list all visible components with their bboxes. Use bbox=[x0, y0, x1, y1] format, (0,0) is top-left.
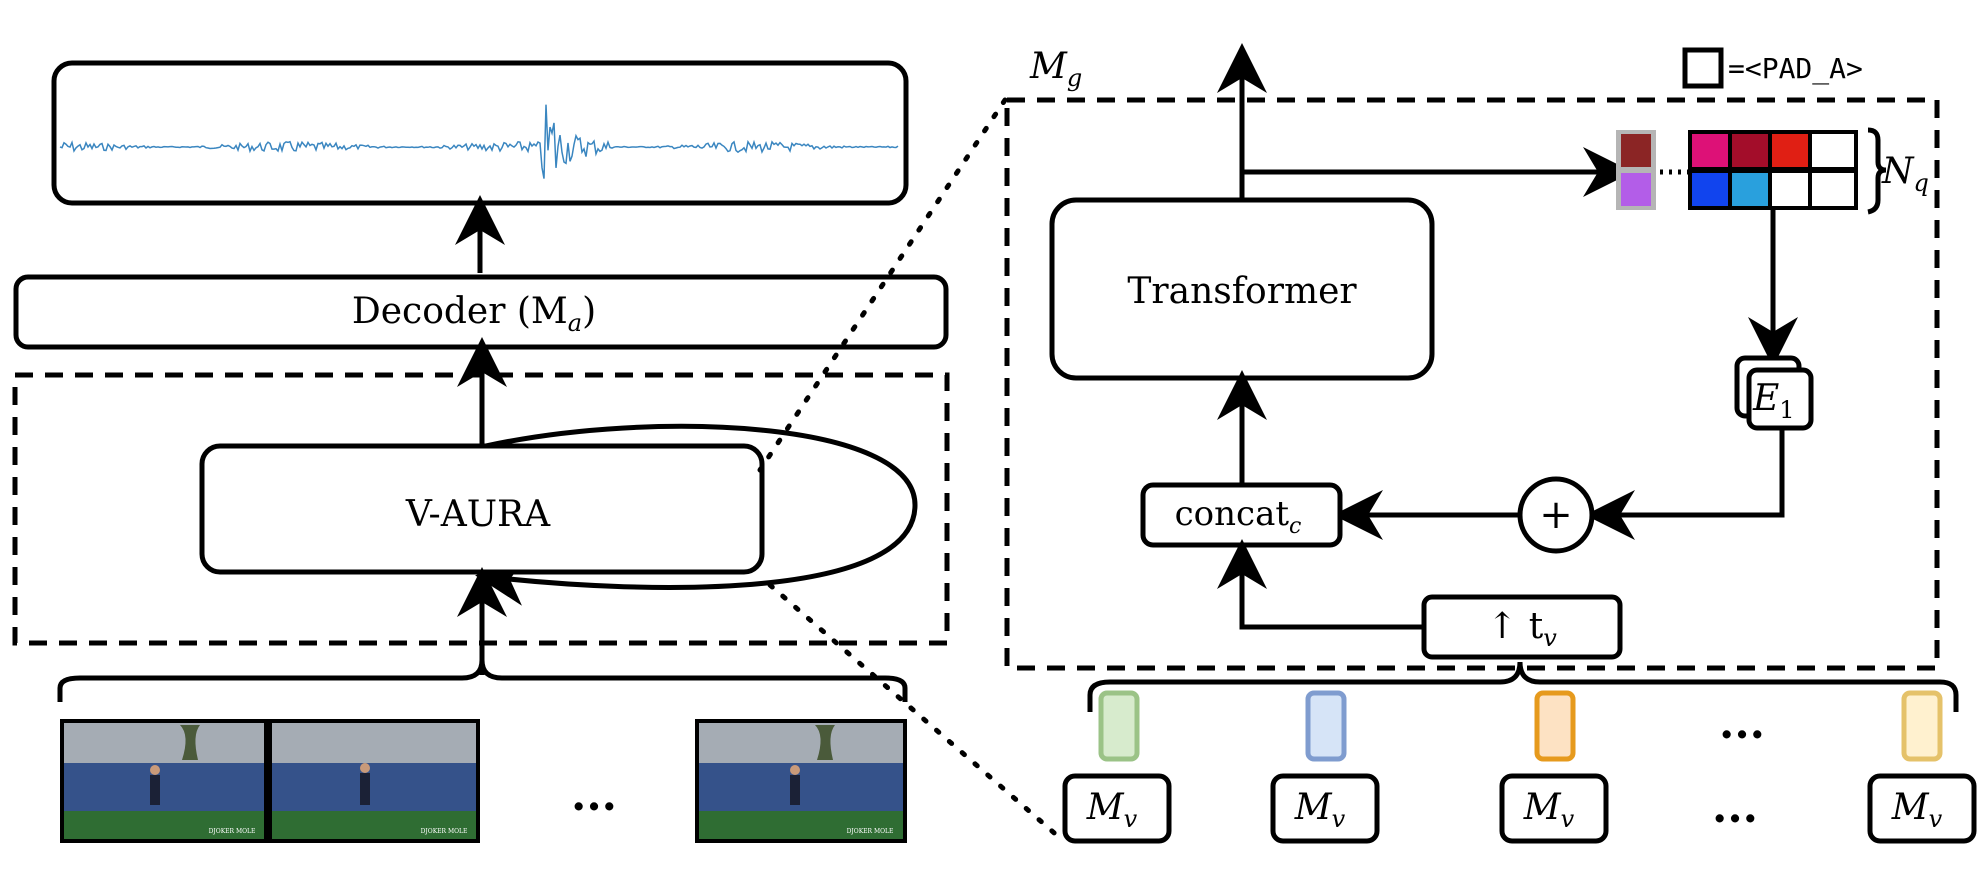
decoder-close: ) bbox=[582, 291, 596, 332]
frame-3-caption: DJOKER MOLE bbox=[847, 828, 894, 835]
pad-legend-label: =<PAD_A> bbox=[1728, 52, 1863, 86]
decoder-label: Decoder (M bbox=[352, 291, 568, 332]
arrow-embedding-to-plus bbox=[1585, 428, 1785, 540]
nq-label: Nq bbox=[1881, 151, 1929, 197]
vaura-label: V-AURA bbox=[405, 494, 551, 535]
mg-label: Mg bbox=[1029, 46, 1082, 92]
features-ellipsis: ... bbox=[1719, 698, 1765, 749]
feature-vector-3 bbox=[1534, 690, 1576, 762]
pad-legend-square bbox=[1682, 47, 1724, 89]
frame-2-caption: DJOKER MOLE bbox=[421, 828, 468, 835]
autoregressive-loop bbox=[475, 423, 918, 606]
feature-vector-1 bbox=[1098, 690, 1140, 762]
feature-vector-4 bbox=[1901, 690, 1943, 762]
feature-vector-2 bbox=[1305, 690, 1347, 762]
vaura-box: V-AURA bbox=[199, 443, 765, 575]
decoder-box: Decoder (Ma) bbox=[13, 274, 949, 350]
plus-symbol: + bbox=[1539, 492, 1573, 538]
audio-waveform-box bbox=[51, 60, 909, 206]
frame-1-caption: DJOKER MOLE bbox=[209, 828, 256, 835]
sum-node: + bbox=[1517, 476, 1595, 554]
zoom-line-top bbox=[757, 97, 1008, 473]
svg-text:Mv: Mv bbox=[1294, 787, 1346, 833]
visual-encoder-2: Mv bbox=[1270, 773, 1380, 844]
concat-label: concatc bbox=[1175, 494, 1302, 539]
generator-dashed-region bbox=[1004, 97, 1940, 671]
video-frame-2: DJOKER MOLE bbox=[268, 719, 480, 843]
embedding-label: E1 bbox=[1752, 378, 1795, 424]
waveform-plot bbox=[59, 104, 899, 179]
visual-encoder-4: Mv bbox=[1867, 773, 1977, 844]
svg-text:Decoder (Ma): Decoder (Ma) bbox=[352, 291, 596, 337]
codebook-token-grid bbox=[1688, 130, 1858, 210]
visual-encoder-1: Mv bbox=[1062, 773, 1172, 844]
decoder-subscript: a bbox=[568, 309, 582, 337]
concat-box: concatc bbox=[1140, 482, 1343, 548]
svg-text:Mv: Mv bbox=[1891, 787, 1943, 833]
encoders-ellipsis: ... bbox=[1712, 782, 1758, 833]
upsample-label: ↑ tv bbox=[1487, 606, 1557, 652]
transformer-box: Transformer bbox=[1049, 197, 1435, 381]
frames-ellipsis: ... bbox=[571, 770, 617, 821]
upsample-box: ↑ tv bbox=[1421, 594, 1623, 660]
svg-text:Mv: Mv bbox=[1523, 787, 1575, 833]
video-frame-3: DJOKER MOLE bbox=[695, 719, 907, 843]
nq-brace bbox=[1867, 127, 1887, 215]
video-frame-1: DJOKER MOLE bbox=[60, 719, 268, 843]
visual-encoder-3: Mv bbox=[1499, 773, 1609, 844]
embedding-box: E1 bbox=[1734, 355, 1814, 431]
transformer-label: Transformer bbox=[1127, 271, 1357, 312]
prompt-token-stack bbox=[1616, 130, 1656, 210]
arrow-upsample-to-concat bbox=[1217, 539, 1424, 630]
svg-text:Mv: Mv bbox=[1086, 787, 1138, 833]
frames-brace bbox=[57, 659, 908, 702]
zoom-line-bottom bbox=[767, 582, 1063, 841]
features-brace bbox=[1087, 661, 1959, 712]
